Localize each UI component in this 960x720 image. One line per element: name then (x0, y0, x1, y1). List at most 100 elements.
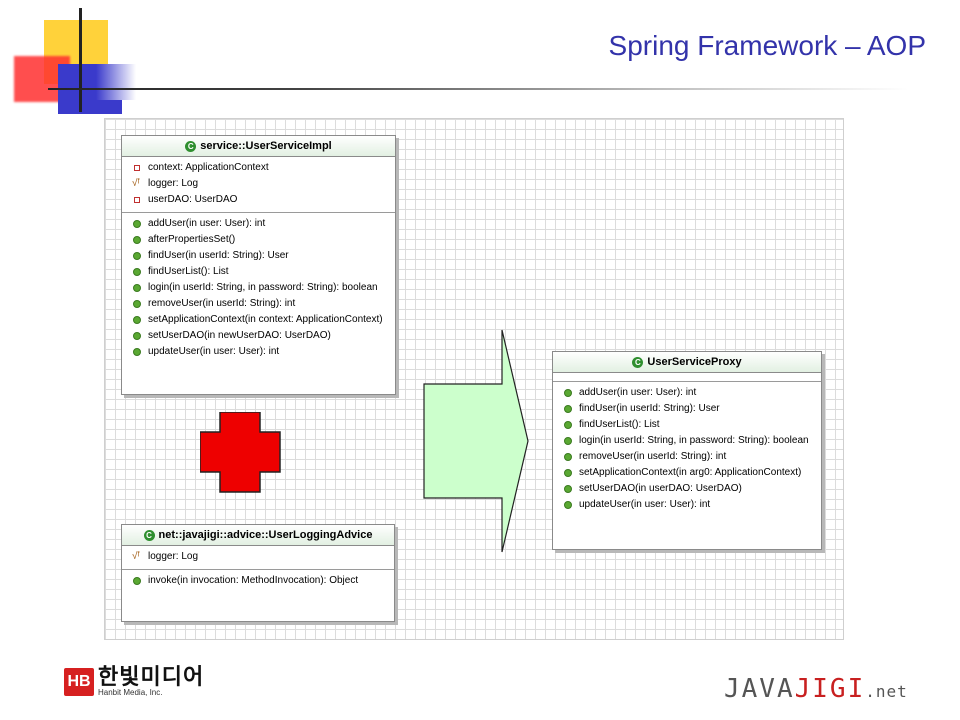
method-text: updateUser(in user: User): int (148, 346, 280, 357)
field-row: userDAO: UserDAO (122, 192, 395, 208)
methods-section: addUser(in user: User): int afterPropert… (122, 213, 395, 364)
public-method-icon (133, 268, 141, 276)
method-text: findUserList(): List (579, 419, 660, 430)
public-method-icon (133, 300, 141, 308)
class-name: service::UserServiceImpl (200, 140, 332, 152)
field-row: √ᶠ logger: Log (122, 176, 395, 192)
public-method-icon (133, 284, 141, 292)
methods-section: addUser(in user: User): int findUser(in … (553, 382, 821, 517)
method-row: setUserDAO(in newUserDAO: UserDAO) (122, 328, 395, 344)
method-text: findUserList(): List (148, 266, 229, 277)
final-field-icon: √ᶠ (132, 178, 140, 189)
public-method-icon (564, 469, 572, 477)
method-text: findUser(in userId: String): User (148, 250, 289, 261)
method-row: setApplicationContext(in arg0: Applicati… (553, 465, 821, 481)
method-row: updateUser(in user: User): int (553, 497, 821, 513)
field-text: context: ApplicationContext (148, 162, 269, 173)
method-row: login(in userId: String, in password: St… (122, 280, 395, 296)
public-method-icon (564, 437, 572, 445)
method-text: updateUser(in user: User): int (579, 499, 711, 510)
public-method-icon (564, 453, 572, 461)
public-method-icon (564, 389, 572, 397)
private-field-icon (134, 197, 140, 203)
field-text: logger: Log (148, 178, 199, 189)
method-text: login(in userId: String, in password: St… (579, 435, 809, 446)
field-row: √ᶠ logger: Log (122, 549, 394, 565)
class-icon: C (632, 357, 644, 368)
logo-jigi: JIGI (794, 674, 866, 704)
hanbit-english-name: Hanbit Media, Inc. (98, 688, 163, 697)
public-method-icon (564, 485, 572, 493)
public-method-icon (133, 332, 141, 340)
public-method-icon (564, 405, 572, 413)
public-method-icon (133, 220, 141, 228)
method-row: invoke(in invocation: MethodInvocation):… (122, 573, 394, 589)
method-text: removeUser(in userId: String): int (579, 451, 727, 462)
field-row: context: ApplicationContext (122, 160, 395, 176)
title-main: Spring Framework (608, 30, 838, 61)
public-method-icon (564, 501, 572, 509)
class-name: UserServiceProxy (647, 356, 742, 368)
public-method-icon (133, 316, 141, 324)
method-text: addUser(in user: User): int (148, 218, 266, 229)
method-row: addUser(in user: User): int (122, 216, 395, 232)
field-text: logger: Log (148, 551, 199, 562)
method-row: findUserList(): List (122, 264, 395, 280)
method-row: findUser(in userId: String): User (122, 248, 395, 264)
methods-section: invoke(in invocation: MethodInvocation):… (122, 570, 394, 593)
public-method-icon (133, 577, 141, 585)
field-text: userDAO: UserDAO (148, 194, 238, 205)
method-row: findUserList(): List (553, 417, 821, 433)
method-text: login(in userId: String, in password: St… (148, 282, 378, 293)
hanbit-korean-name: 한빛미디어 (98, 664, 205, 689)
method-row: updateUser(in user: User): int (122, 344, 395, 360)
logo-net: .net (865, 682, 908, 701)
decoration-blue-fade (96, 64, 136, 100)
method-text: findUser(in userId: String): User (579, 403, 720, 414)
class-icon: C (143, 530, 155, 541)
logo-java: JAVA (724, 674, 795, 704)
hanbit-mark: HB (64, 667, 94, 696)
method-text: removeUser(in userId: String): int (148, 298, 296, 309)
class-icon: C (185, 141, 197, 152)
method-row: addUser(in user: User): int (553, 385, 821, 401)
public-method-icon (133, 348, 141, 356)
fields-section: context: ApplicationContext √ᶠ logger: Lo… (122, 157, 395, 213)
method-row: findUser(in userId: String): User (553, 401, 821, 417)
plus-sign-icon (200, 412, 281, 493)
fields-section (553, 373, 821, 382)
method-row: afterPropertiesSet() (122, 232, 395, 248)
method-row: removeUser(in userId: String): int (122, 296, 395, 312)
title-dash: – (845, 30, 861, 61)
title-tail: AOP (866, 30, 926, 61)
method-text: setApplicationContext(in arg0: Applicati… (579, 467, 802, 478)
public-method-icon (133, 252, 141, 260)
method-text: setApplicationContext(in context: Applic… (148, 314, 383, 325)
final-field-icon: √ᶠ (132, 551, 140, 562)
slide-title: Spring Framework – AOP (609, 30, 926, 62)
method-row: setApplicationContext(in context: Applic… (122, 312, 395, 328)
public-method-icon (133, 236, 141, 244)
public-method-icon (564, 421, 572, 429)
method-text: addUser(in user: User): int (579, 387, 697, 398)
class-name: net::javajigi::advice::UserLoggingAdvice (158, 529, 373, 541)
method-row: removeUser(in userId: String): int (553, 449, 821, 465)
method-text: afterPropertiesSet() (148, 234, 236, 245)
javajigi-logo: JAVAJIGI.net (724, 674, 908, 704)
method-row: setUserDAO(in userDAO: UserDAO) (553, 481, 821, 497)
right-arrow-icon (423, 329, 529, 553)
decoration-vertical-line (79, 8, 82, 112)
method-text: invoke(in invocation: MethodInvocation):… (148, 575, 359, 586)
title-underline (48, 88, 908, 90)
method-text: setUserDAO(in newUserDAO: UserDAO) (148, 330, 331, 341)
method-row: login(in userId: String, in password: St… (553, 433, 821, 449)
fields-section: √ᶠ logger: Log (122, 546, 394, 570)
